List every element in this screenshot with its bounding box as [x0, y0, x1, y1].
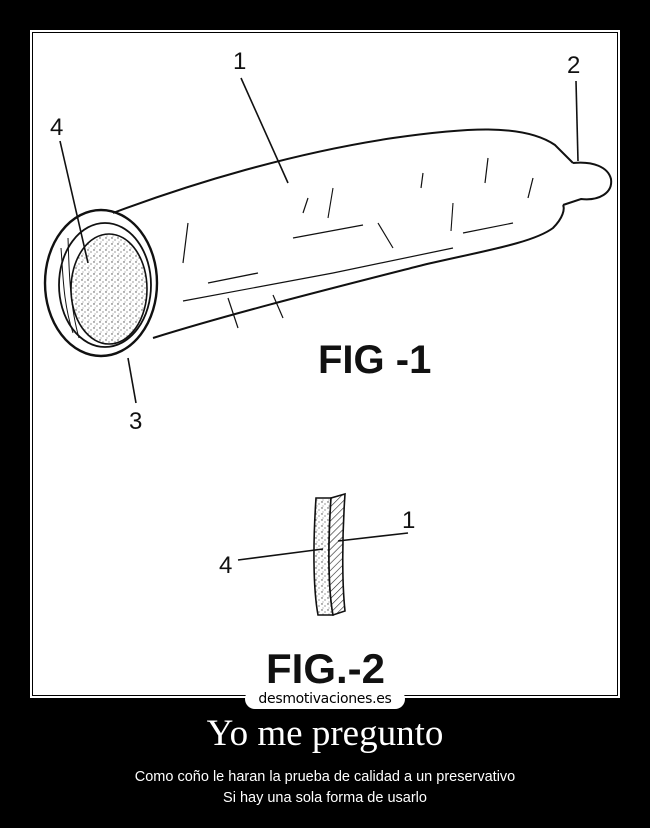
fig1-callout-3: 3: [129, 408, 142, 435]
fig2-label: FIG.-2: [266, 645, 385, 692]
fig2-callout-4: 4: [219, 552, 232, 579]
fig1-callout-1: 1: [233, 48, 246, 75]
fig2-cross-section-drawing: [313, 492, 346, 617]
fig1-callout-4: 4: [50, 114, 63, 141]
fig2-callout-1: 1: [402, 507, 415, 534]
fig1-callout-2: 2: [567, 52, 580, 79]
caption-line-2: Si hay una sola forma de usarlo: [223, 790, 427, 806]
fig1-callout-lines: [59, 77, 579, 404]
poster-title: Yo me pregunto: [206, 713, 444, 754]
poster-caption: Como coño le haran la prueba de calidad …: [0, 767, 650, 809]
patent-illustration: 1 2 4 3 FIG -1 4 1 FIG.-2: [33, 33, 617, 695]
fig1-label: FIG -1: [318, 338, 431, 382]
fig1-condom-drawing: [43, 128, 613, 358]
patent-drawing: 1 2 4 3 FIG -1 4 1 FIG.-2: [43, 48, 613, 692]
watermark: desmotivaciones.es: [245, 689, 405, 709]
caption-line-1: Como coño le haran la prueba de calidad …: [134, 769, 516, 785]
fig2-callout-lines: [237, 532, 409, 561]
